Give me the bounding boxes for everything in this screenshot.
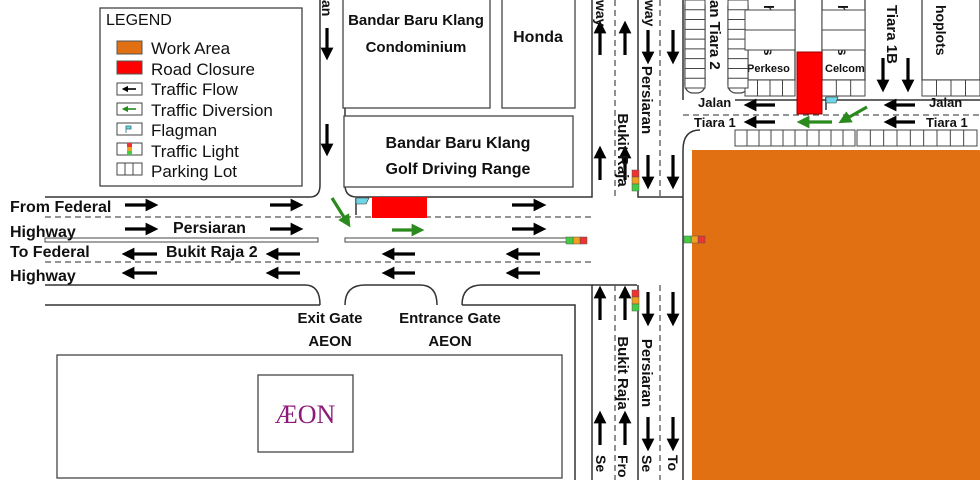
fro-label: Fro	[615, 455, 631, 478]
exit-gate-label-1: Exit Gate	[297, 310, 362, 327]
parking-lot	[744, 9, 796, 51]
legend-swatch-work-area	[116, 40, 143, 55]
legend-item: Traffic Flow	[151, 80, 239, 99]
celcom-label: Celcom	[825, 63, 865, 75]
entrance-gate-label-1: Entrance Gate	[399, 310, 501, 327]
legend-item: Work Area	[151, 39, 231, 58]
aeon-logo-box	[257, 374, 354, 453]
legend-item: Traffic Diversion	[151, 101, 273, 120]
traffic-light-icon	[683, 235, 706, 244]
legend-item: Road Closure	[151, 60, 255, 79]
entrance-gate-label-2: AEON	[428, 333, 471, 350]
persiaran-main-label: Persiaran	[173, 220, 246, 237]
parking-lots	[684, 0, 980, 147]
main-road	[44, 0, 980, 480]
legend-diversion-icon	[116, 102, 143, 116]
golf-label-1: Bandar Baru Klang	[386, 135, 531, 152]
perkeso-label: Perkeso	[747, 63, 790, 75]
jalan-tiara-2-label: an Tiara 2	[706, 0, 723, 70]
traffic-arrows	[121, 20, 915, 452]
legend-item: Parking Lot	[151, 162, 237, 181]
condo-label-2: Condominium	[366, 39, 467, 56]
road-closure-tiara	[796, 51, 823, 115]
tiara-1-label-left: Tiara 1	[694, 115, 736, 130]
parking-lot	[821, 79, 866, 97]
to-federal-label-1: To Federal	[10, 244, 90, 261]
condominium-block	[342, 0, 491, 109]
bukit-raja-label-top: Bukit Raja	[614, 113, 631, 187]
road-closure-main	[372, 197, 427, 218]
persiaran-label-top: Persiaran	[638, 66, 655, 134]
legend-title: LEGEND	[106, 12, 172, 29]
an-label: an	[319, 0, 335, 16]
golf-label-2: Golf Driving Range	[386, 161, 531, 178]
legend-swatch-road-closure	[116, 60, 143, 75]
tiara-1-label-right: Tiara 1	[926, 115, 968, 130]
legend-item: Flagman	[151, 121, 217, 140]
se-label-1: Se	[593, 455, 609, 472]
flagman-icon	[825, 96, 839, 110]
from-federal-label-1: From Federal	[10, 199, 111, 216]
traffic-lights	[565, 169, 706, 312]
bukit-raja-label-bottom: Bukit Raja	[614, 336, 631, 410]
parking-lot	[821, 9, 866, 51]
tiara-1b-label: Tiara 1B	[883, 5, 900, 64]
jalan-label-right: Jalan	[929, 95, 962, 110]
legend-item: Traffic Light	[151, 142, 239, 161]
golf-block	[343, 115, 574, 188]
legend-parking-icon	[116, 162, 143, 176]
exit-gate-label-2: AEON	[308, 333, 351, 350]
legend-traffic-light-icon	[116, 142, 143, 156]
from-federal-label-2: Highway	[10, 224, 76, 241]
traffic-diversion-arrow	[330, 197, 351, 228]
legend-traffic-flow-icon	[116, 82, 143, 96]
se-label-2: Se	[639, 455, 655, 472]
condo-label-1: Bandar Baru Klang	[348, 12, 484, 29]
flagman-icon	[355, 197, 370, 215]
legend-flagman-icon	[116, 122, 143, 136]
to-federal-label-2: Highway	[10, 268, 76, 285]
to-label: To	[665, 455, 681, 471]
persiaran-label-bottom: Persiaran	[638, 339, 655, 407]
traffic-light-icon	[565, 236, 588, 245]
honda-block	[501, 0, 576, 109]
legend: LEGEND Work Area Road Closure Traffic Fl…	[99, 7, 303, 187]
parking-lot	[744, 79, 796, 97]
work-area	[692, 150, 980, 480]
parking-lot	[734, 129, 856, 147]
parking-lot	[856, 129, 978, 147]
bukit-raja-2-label: Bukit Raja 2	[166, 244, 258, 261]
honda-label: Honda	[513, 29, 563, 46]
traffic-light-icon	[631, 289, 640, 312]
way-label-2: way	[642, 0, 658, 27]
aeon-logo: ÆON	[275, 400, 336, 429]
way-label-1: way	[593, 0, 609, 27]
shoplots-label-3: hoplots	[933, 5, 949, 56]
traffic-diversion-arrow	[838, 105, 868, 124]
parking-lot	[921, 79, 980, 97]
traffic-light-icon	[631, 169, 640, 192]
jalan-label-left: Jalan	[698, 95, 731, 110]
parking-lot	[684, 0, 706, 89]
